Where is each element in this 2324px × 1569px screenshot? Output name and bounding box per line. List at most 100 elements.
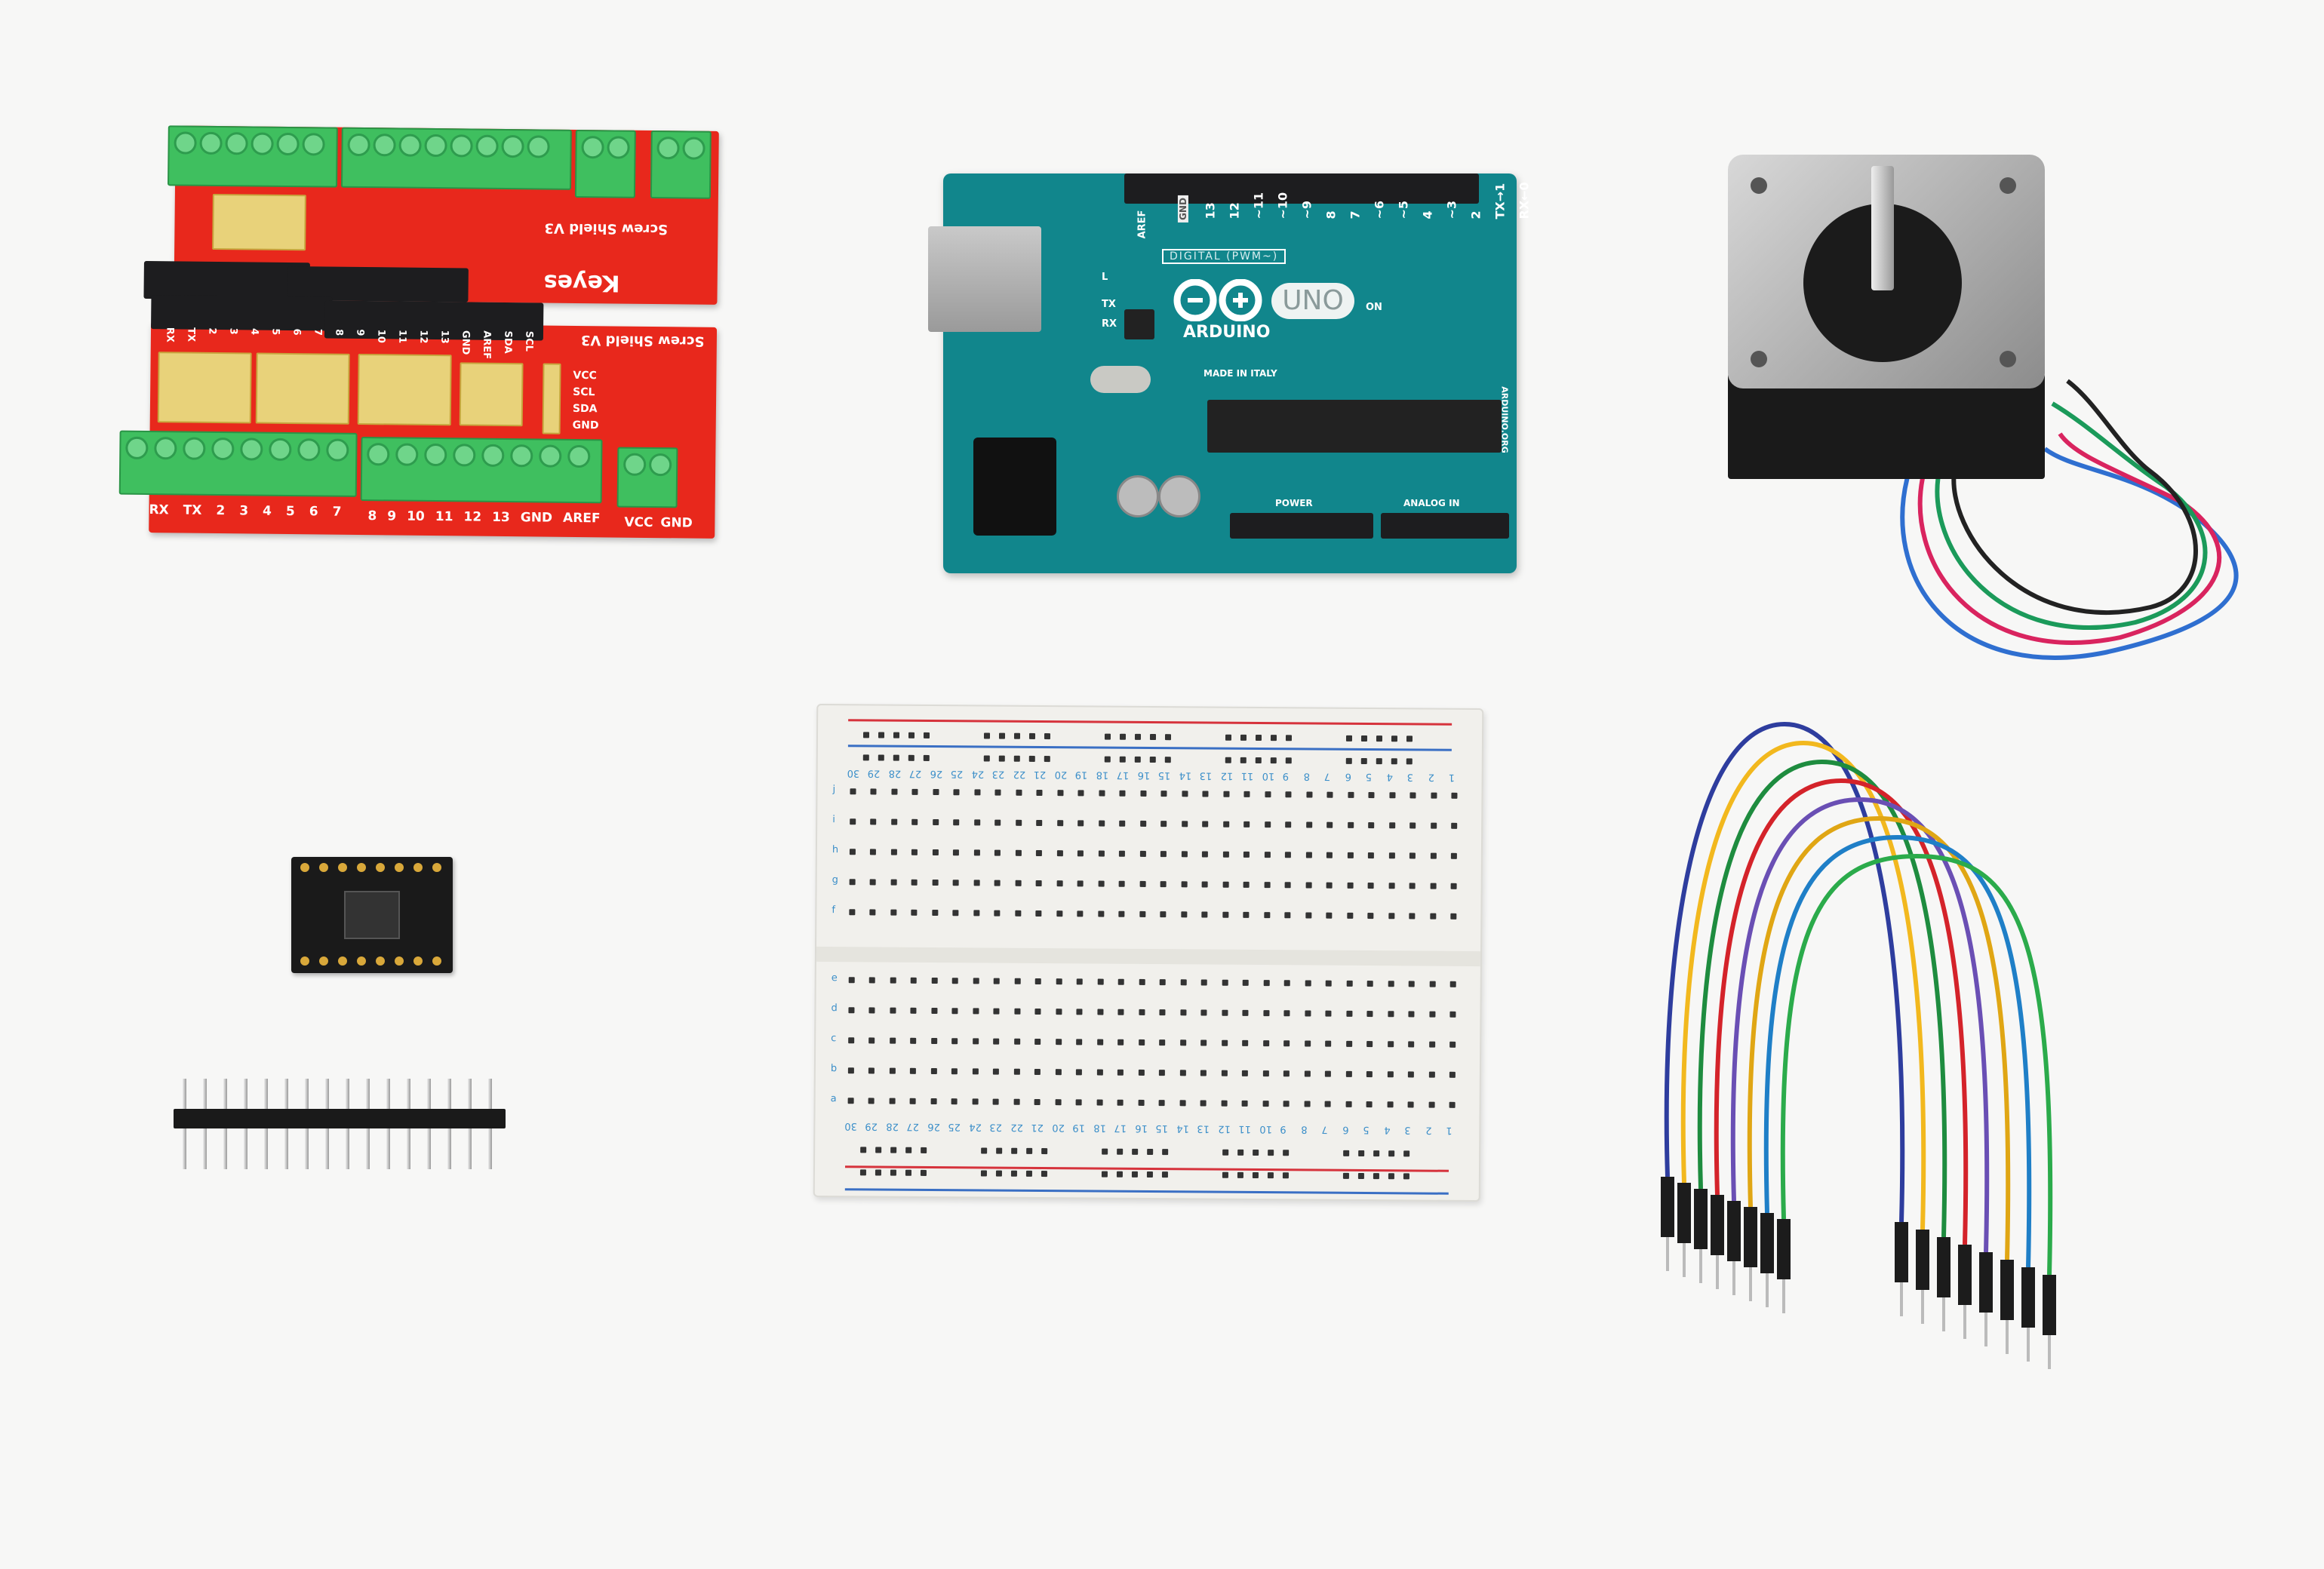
breadboard-hole [1428,1101,1435,1108]
rail-hole [1104,756,1111,763]
jumper-connector [1694,1189,1708,1249]
breadboard-hole [1200,1070,1207,1076]
column-number: 19 [1074,769,1088,781]
breadboard-hole [1263,912,1270,919]
breadboard-hole [1015,819,1022,826]
pin-label: 6 [290,328,303,336]
column-number: 16 [1137,769,1150,781]
model-text: Screw Shield V3 [580,332,705,349]
breadboard-hole [1181,881,1188,888]
breadboard-hole [1139,978,1145,985]
rail-hole [1283,1150,1290,1156]
rail-hole [1131,1171,1138,1178]
power-header [1230,513,1373,539]
rail-hole [875,1169,881,1176]
led-label: L [1102,272,1108,283]
screw-shield: Keyes Screw Shield V3 Screw Shield V3 VC… [118,125,719,539]
breadboard-hole [973,789,981,796]
driver-pads [291,857,453,973]
rail-hole [1011,1147,1018,1154]
breadboard-hole [1428,1071,1435,1078]
pin-label: 12 [417,330,429,344]
breadboard-hole [930,1007,937,1015]
breadboard-hole [1097,978,1104,985]
rail-hole [875,1147,882,1153]
jumper-pin [1683,1243,1686,1277]
breadboard-hole [1158,1070,1165,1076]
breadboard-hole [1160,911,1167,918]
breadboard-hole [1409,913,1416,920]
breadboard-hole [932,818,939,826]
breadboard-hole [952,849,959,856]
breadboard-hole [1077,880,1084,887]
breadboard-hole [910,977,917,984]
breadboard-hole [1345,1040,1352,1047]
breadboard-hole [1013,1038,1020,1045]
breadboard-hole [911,818,918,825]
rail-hole [1406,735,1413,742]
breadboard-hole [869,849,876,855]
solder-pad [395,863,404,872]
breadboard-hole [1305,791,1312,798]
breadboard-hole [1450,913,1457,920]
breadboard-hole [909,1067,916,1074]
breadboard-hole [932,849,939,856]
column-number: 5 [1363,1123,1370,1136]
breadboard-hole [1158,1100,1165,1107]
column-number: 18 [1096,769,1108,781]
rail-hole [862,754,869,761]
solder-pad [357,863,366,872]
digital-pin-label: ~5 [1396,200,1411,220]
column-number: 29 [867,767,881,779]
center-channel [816,946,1481,967]
breadboard-hole [1138,1099,1145,1106]
rail-hole [1373,1173,1379,1180]
breadboard-hole [1428,1041,1435,1048]
breadboard-hole [1034,1038,1041,1045]
i2c-label: VCC [573,369,597,382]
breadboard-hole [1056,978,1062,985]
breadboard-hole [1035,880,1042,887]
breadboard-hole [1326,821,1333,828]
breadboard-hole [930,1037,937,1045]
breadboard-hole [1368,792,1375,799]
jumper-pin [1984,1313,1987,1346]
breadboard-hole [1408,1041,1415,1048]
breadboard-hole [1430,822,1437,829]
breadboard-hole [1284,852,1291,858]
power-rail-line [848,719,1452,726]
breadboard-hole [1034,978,1041,985]
rail-hole [860,1147,867,1153]
breadboard-hole [1160,851,1167,858]
breadboard-hole [1222,911,1228,918]
breadboard-hole [1055,1099,1062,1106]
breadboard-hole [1201,851,1208,858]
breadboard-hole [1243,881,1250,888]
pin-label: SCL [523,330,535,352]
breadboard-hole [931,977,938,984]
breadboard-hole [868,1037,875,1044]
breadboard-hole [1408,1011,1415,1018]
breadboard-hole [1345,1010,1352,1017]
rail-hole [1119,733,1127,740]
breadboard-hole [1326,852,1333,858]
column-number: 7 [1321,1123,1328,1135]
breadboard-hole [1241,1070,1248,1076]
breadboard-hole [1096,1009,1103,1015]
breadboard-hole [1429,981,1436,987]
breadboard-hole [1055,1009,1062,1015]
breadboard-hole [1014,978,1021,984]
rail-hole [1240,734,1247,741]
column-number: 27 [908,767,922,779]
pin-label: 10 [375,329,387,343]
i2c-label: GND [572,419,599,432]
column-number: 26 [930,767,942,780]
breadboard-hole [1202,791,1209,797]
rail-hole [1025,1170,1032,1177]
column-number: 5 [1365,771,1372,783]
rail-hole [1041,1171,1047,1178]
breadboard-hole [1179,1100,1186,1107]
rail-hole [1376,758,1382,765]
